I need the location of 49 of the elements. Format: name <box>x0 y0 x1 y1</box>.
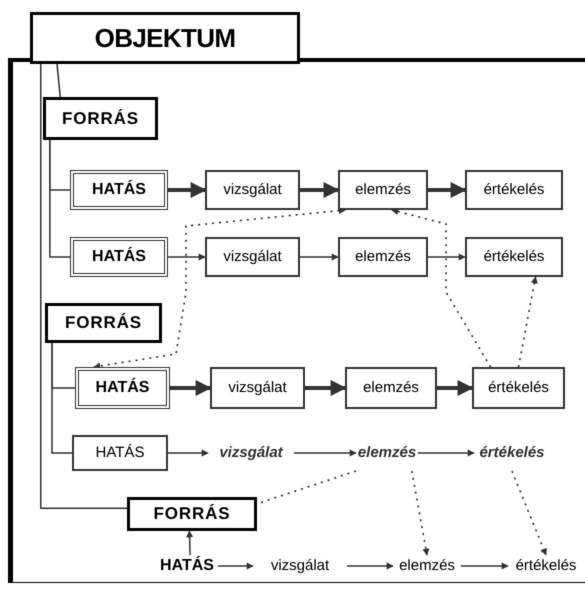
source-box: FORRÁS <box>43 97 158 140</box>
step-label: elemzés <box>393 555 461 577</box>
arrow <box>168 450 209 456</box>
arrow <box>437 380 474 396</box>
arrow <box>300 254 339 260</box>
arrow <box>186 530 194 556</box>
step-label: értékelés <box>474 435 550 471</box>
effect-box: HATÁS <box>70 170 168 210</box>
step-label: vizsgálat <box>208 435 294 471</box>
arrow <box>300 182 340 198</box>
object-header-box: OBJEKTUM <box>30 12 300 64</box>
step-label: HATÁS <box>156 555 218 577</box>
arrow <box>218 562 254 570</box>
arrow <box>168 182 207 198</box>
process-box: vizsgálat <box>210 367 305 409</box>
arrow <box>305 380 347 396</box>
arrow <box>461 562 509 570</box>
arrow <box>170 380 212 396</box>
connector-line <box>40 64 127 509</box>
connector-line <box>56 64 61 98</box>
dotted-arrow <box>93 207 346 370</box>
source-box: FORRÁS <box>45 303 162 343</box>
effect-box: HATÁS <box>75 367 170 409</box>
arrow <box>428 182 467 198</box>
dotted-arrow <box>518 276 538 368</box>
arrow <box>428 254 466 260</box>
source-box: FORRÁS <box>127 497 257 531</box>
step-label: vizsgálat <box>253 555 347 577</box>
process-box: értékelés <box>472 367 565 409</box>
process-box: értékelés <box>465 170 563 210</box>
arrow <box>418 450 475 456</box>
process-box: elemzés <box>345 367 437 409</box>
connector-line <box>49 140 70 258</box>
arrow <box>168 254 206 260</box>
process-box: elemzés <box>338 170 428 210</box>
effect-box: HATÁS <box>70 237 168 277</box>
process-box: elemzés <box>338 237 428 277</box>
process-box: HATÁS <box>72 435 168 471</box>
dotted-arrow <box>391 208 492 368</box>
dotted-arrow <box>511 470 547 556</box>
arrow <box>294 450 357 456</box>
connector-line <box>51 343 72 454</box>
step-label: értékelés <box>508 555 584 577</box>
process-box: értékelés <box>465 237 563 277</box>
process-box: vizsgálat <box>205 170 300 210</box>
dotted-arrow <box>411 470 430 556</box>
arrow <box>347 562 394 570</box>
process-box: vizsgálat <box>205 237 300 277</box>
step-label: elemzés <box>356 435 418 471</box>
